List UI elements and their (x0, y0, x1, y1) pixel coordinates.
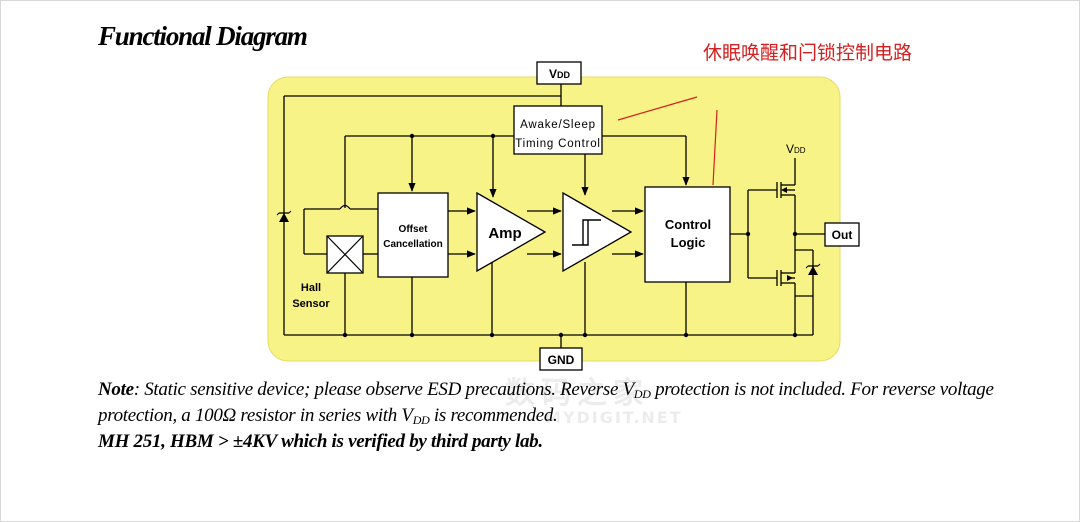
annotation-pointer-1 (617, 96, 698, 121)
output-vdd-label: VDD (786, 142, 806, 156)
offset-label-2: Cancellation (383, 239, 442, 250)
out-pin (824, 222, 860, 247)
note-sub-1: DD (633, 387, 651, 401)
nmos-arrow (787, 275, 793, 281)
awake-sleep-block (513, 105, 603, 155)
control-logic-label-2: Logic (671, 235, 706, 250)
amp-label: Amp (488, 225, 521, 242)
out-pin-label: Out (832, 228, 853, 242)
vdd-pin (536, 61, 582, 85)
amp-triangle (476, 191, 547, 273)
offset-cancellation-block (377, 192, 449, 278)
note-sub-2: DD (412, 413, 430, 427)
zener-diode-output (805, 263, 821, 275)
pmos-arrow (781, 187, 787, 193)
note-part-3: is recommended. (429, 405, 558, 426)
diagram-title: Functional Diagram (98, 21, 308, 51)
annotation-pointer-2 (712, 109, 718, 186)
note-text: Note: Static sensitive device; please ob… (98, 379, 1018, 431)
control-logic-block (644, 186, 731, 283)
note-block: Note: Static sensitive device; please ob… (98, 379, 1018, 453)
control-logic-label-1: Control (665, 217, 711, 232)
gnd-pin (539, 347, 583, 371)
hall-sensor-label-2: Sensor (292, 298, 330, 310)
vdd-pin-label: VDD (549, 67, 571, 81)
awake-sleep-label-2: Timing Control (515, 138, 601, 150)
zener-diode-input (276, 210, 292, 222)
hall-sensor-icon (326, 235, 364, 274)
gnd-pin-label: GND (548, 353, 575, 367)
note-part-1: : Static sensitive device; please observ… (133, 379, 634, 400)
hall-sensor-label-1: Hall (301, 282, 321, 294)
comparator-triangle (562, 191, 633, 273)
annotation-note: 休眠唤醒和闩锁控制电路 (703, 42, 913, 64)
junction-dots (342, 133, 798, 338)
note-part-2: protection is not included. For reverse … (98, 379, 994, 426)
awake-sleep-label-1: Awake/Sleep (520, 119, 596, 131)
hysteresis-icon (572, 219, 601, 246)
offset-label-1: Offset (399, 224, 429, 235)
esd-rating-line: MH 251, HBM > ±4KV which is verified by … (98, 431, 543, 452)
note-label: Note (98, 379, 134, 400)
